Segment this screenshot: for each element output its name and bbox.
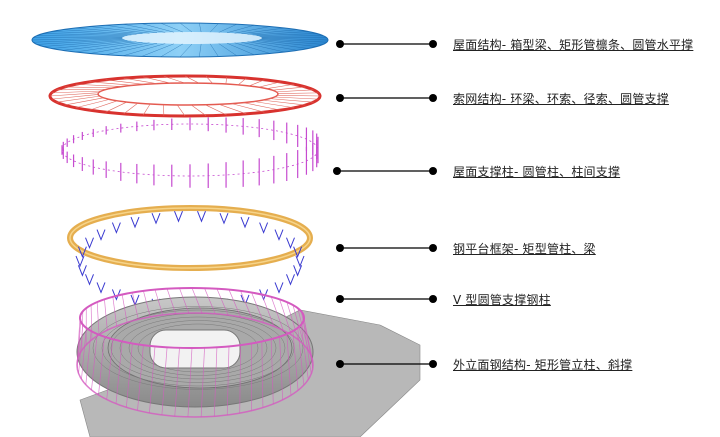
roof-support-posts — [61, 117, 319, 189]
cable-net-inner-ring — [97, 82, 279, 106]
steel-platform-layer — [67, 205, 313, 313]
leader-platform — [336, 244, 437, 252]
leader-v-columns — [336, 295, 437, 303]
cable-net-spokes — [49, 75, 321, 117]
leader-lines — [333, 40, 437, 368]
facade-bottom-ring — [76, 312, 314, 418]
label-roof-support-columns: 屋面支撑柱- 圆管柱、柱间支撑 — [453, 165, 621, 179]
bowl-tier-lines — [92, 306, 304, 390]
label-facade-structure: 外立面钢结构- 矩形管立柱、斜撑 — [453, 358, 633, 372]
facade-grid — [76, 287, 314, 417]
leader-roof — [336, 40, 437, 48]
roof-structure-layer — [31, 22, 329, 58]
label-steel-platform: 钢平台框架- 矩型管柱、梁 — [453, 242, 596, 256]
roof-inner-opening — [122, 32, 262, 44]
leader-facade — [336, 360, 437, 368]
stadium-bowl-layer — [76, 287, 421, 437]
cable-net-layer — [48, 74, 322, 118]
label-v-columns: V 型圆管支撑钢柱 — [453, 293, 551, 307]
leader-cable-net — [336, 94, 437, 102]
roof-ribs — [31, 22, 329, 58]
leader-roof-columns — [333, 167, 437, 175]
label-cable-net: 索网结构- 环梁、环索、径索、圆管支撑 — [453, 92, 669, 106]
label-roof-structure: 屋面结构- 箱型梁、矩形管檩条、圆管水平撑 — [453, 38, 694, 52]
roof-support-columns-layer — [61, 117, 319, 189]
pitch-opening — [149, 329, 241, 369]
